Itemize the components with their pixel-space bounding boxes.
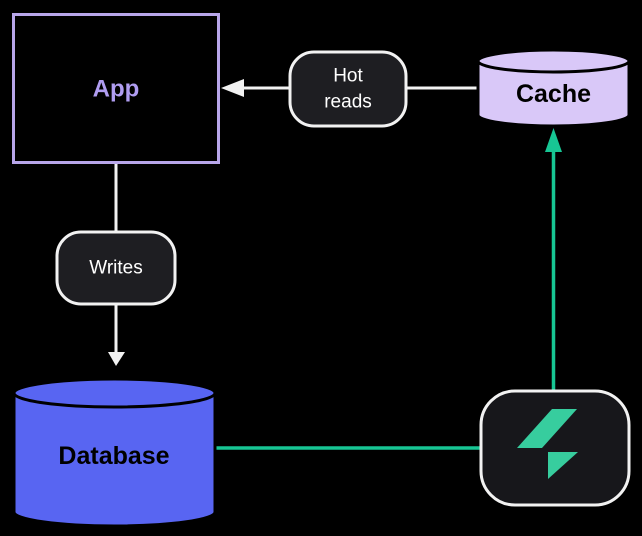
writes-edge-label: Writes [55,230,177,306]
sync-service-node [479,389,631,507]
lightning-bolt-bottom-shape [548,452,578,479]
edge-cache-to-app [221,79,478,97]
database-cylinder-lid [12,392,217,409]
lightning-bolt-top-shape [517,409,577,448]
cache-cylinder-lid [476,60,631,74]
cache-node: Cache [476,48,631,128]
database-node: Database [12,377,217,528]
hot-reads-edge-label: Hot reads [288,50,408,128]
lightning-bolt-icon [517,409,578,479]
edge-app-to-database [108,163,125,366]
arrowhead-down-icon [108,352,125,366]
app-node-label: App [93,76,140,103]
arrowhead-up-icon [545,128,562,152]
writes-label: Writes [89,258,142,279]
writes-pill [55,230,177,306]
hot-reads-pill [288,50,408,128]
cache-cylinder [476,48,631,128]
app-node: App [12,13,220,164]
app-node-box [12,13,220,164]
hot-reads-label-line1: Hot [333,66,363,87]
cache-node-label: Cache [516,80,591,108]
database-node-label: Database [58,442,169,470]
sync-service-box [479,389,631,507]
database-cylinder [12,377,217,528]
arrowhead-left-icon [221,79,244,97]
edge-sync-to-cache [545,128,562,391]
hot-reads-label-line2: reads [324,92,372,113]
